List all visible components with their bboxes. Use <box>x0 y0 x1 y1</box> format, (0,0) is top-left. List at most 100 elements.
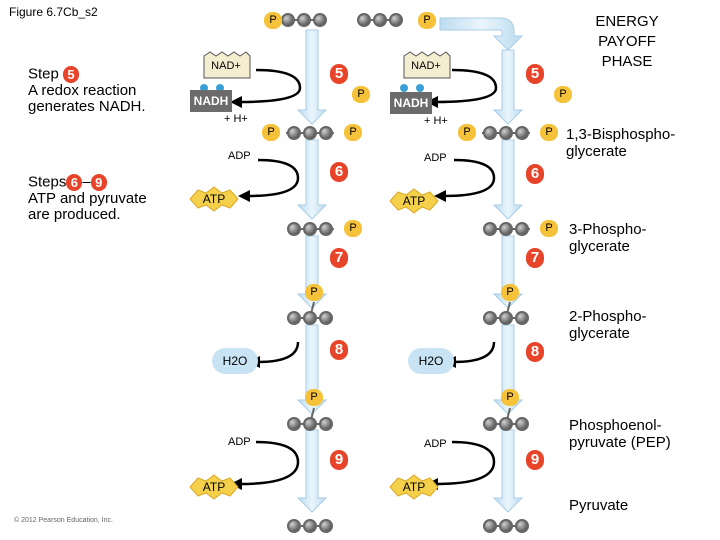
molecule-bpg-right-top <box>357 13 403 27</box>
molecule-3pg-right <box>483 222 530 236</box>
molecule-2pg-right <box>483 301 529 325</box>
step-badge-6: 6 <box>526 164 544 184</box>
phosphate-badge: P <box>264 12 282 29</box>
copyright: © 2012 Pearson Education, Inc. <box>14 517 113 524</box>
flow-arrow <box>492 429 524 513</box>
adp-label: ADP <box>228 436 251 448</box>
arrowhead <box>434 190 446 202</box>
phosphate-badge: P <box>262 124 280 141</box>
cofactor-shapes <box>200 51 451 92</box>
steps69-from: 6 <box>66 174 83 191</box>
nad-reduction-arrow-right <box>435 68 498 104</box>
water-molecule: H2O <box>408 348 454 374</box>
step5-description: Step 5 A redox reaction generates NADH. <box>28 66 168 115</box>
nad-reduction-arrow-left <box>239 68 302 104</box>
adp-label: ADP <box>424 152 447 164</box>
flow-arrows-left <box>296 29 328 513</box>
carbon-chains <box>281 13 530 533</box>
step-badge-6: 6 <box>330 162 348 182</box>
reaction-curve-arrows <box>239 68 498 486</box>
dehydration-arrow-left <box>257 341 300 364</box>
flow-arrow <box>492 235 524 309</box>
phosphate-badge: P <box>344 124 362 141</box>
reaction-arrowheads <box>230 96 456 490</box>
phosphate-badge: P <box>344 220 362 237</box>
electron-dot <box>416 84 424 92</box>
step-badge-5: 5 <box>330 64 348 84</box>
step-badge-5: 5 <box>526 64 544 84</box>
atp-burst: ATP <box>386 474 442 500</box>
arrowhead <box>230 96 242 108</box>
step5-text: A redox reaction generates NADH. <box>28 82 146 115</box>
steps69-to: 9 <box>90 174 107 191</box>
water-molecule: H2O <box>212 348 258 374</box>
flow-arrow <box>296 235 328 309</box>
phosphate-badge: P <box>305 284 323 301</box>
phosphate-badge: P <box>554 86 572 103</box>
h-plus-label: + H+ <box>424 115 448 127</box>
curved-feed-arrow <box>439 17 524 51</box>
nadh-box: NADH <box>390 92 432 114</box>
compound-pep: Phosphoenol-pyruvate (PEP) <box>569 417 671 451</box>
adp-phosphorylation-arrow-right-2 <box>435 440 496 486</box>
adp-label: ADP <box>228 150 251 162</box>
molecule-pep-right <box>483 407 529 431</box>
steps69-dash: – <box>82 173 91 191</box>
molecule-pyruvate-left <box>287 519 333 533</box>
atp-burst: ATP <box>186 186 242 212</box>
molecule-2pg-left <box>287 301 333 325</box>
step-badge-8: 8 <box>330 340 348 360</box>
phosphate-badge: P <box>418 12 436 29</box>
h-plus-label: + H+ <box>224 113 248 125</box>
steps69-prefix: Steps <box>28 173 67 191</box>
phase-title: ENERGY PAYOFF PHASE <box>595 13 659 70</box>
phosphate-badge: P <box>305 389 323 406</box>
compound-bpg: 1,3-Bisphospho-glycerate <box>566 126 676 160</box>
compound-3pg: 3-Phospho-glycerate <box>569 221 647 255</box>
phosphate-badge: P <box>501 284 519 301</box>
figure-label: Figure 6.7Cb_s2 <box>9 5 98 19</box>
dehydration-arrow-right <box>453 341 496 364</box>
flow-arrow <box>492 324 524 415</box>
step-badge-9: 9 <box>526 450 544 470</box>
adp-phosphorylation-arrow-left-2 <box>239 440 300 486</box>
compound-2pg: 2-Phospho-glycerate <box>569 308 647 342</box>
flow-arrow <box>296 324 328 415</box>
flow-arrow <box>492 49 524 125</box>
nad-shape-right <box>403 51 451 79</box>
compound-pyruvate: Pyruvate <box>569 497 629 514</box>
phosphate-badge: P <box>540 220 558 237</box>
flow-arrow <box>492 139 524 220</box>
molecule-bpg-left-top <box>281 13 327 27</box>
nadh-box: NADH <box>190 90 232 112</box>
phosphate-badge: P <box>501 389 519 406</box>
adp-phosphorylation-arrow-right <box>443 158 496 198</box>
step5-prefix: Step <box>28 65 59 83</box>
steps69-text: ATP and pyruvate are produced. <box>28 190 147 223</box>
phosphate-badge: P <box>540 124 558 141</box>
adp-phosphorylation-arrow-left <box>247 158 300 198</box>
electron-dot <box>400 84 408 92</box>
step-badge-9: 9 <box>330 450 348 470</box>
atp-burst: ATP <box>386 188 442 214</box>
step-badge-8: 8 <box>526 342 544 362</box>
nad-plus-label: NAD+ <box>411 60 441 72</box>
step-badge-7: 7 <box>330 248 348 268</box>
flow-arrow <box>296 139 328 220</box>
molecule-pyruvate-right <box>483 519 529 533</box>
step5-number: 5 <box>63 66 80 83</box>
molecule-3pg-left <box>287 222 334 236</box>
adp-label: ADP <box>424 438 447 450</box>
flow-arrows-right <box>439 17 524 513</box>
nad-plus-label: NAD+ <box>211 60 241 72</box>
phosphate-badge: P <box>352 86 370 103</box>
step-badge-7: 7 <box>526 248 544 268</box>
molecule-bpg-left <box>286 126 334 140</box>
atp-burst: ATP <box>186 474 242 500</box>
molecule-pep-left <box>287 407 333 431</box>
nad-shape-left <box>203 51 251 79</box>
arrowhead <box>238 190 250 202</box>
